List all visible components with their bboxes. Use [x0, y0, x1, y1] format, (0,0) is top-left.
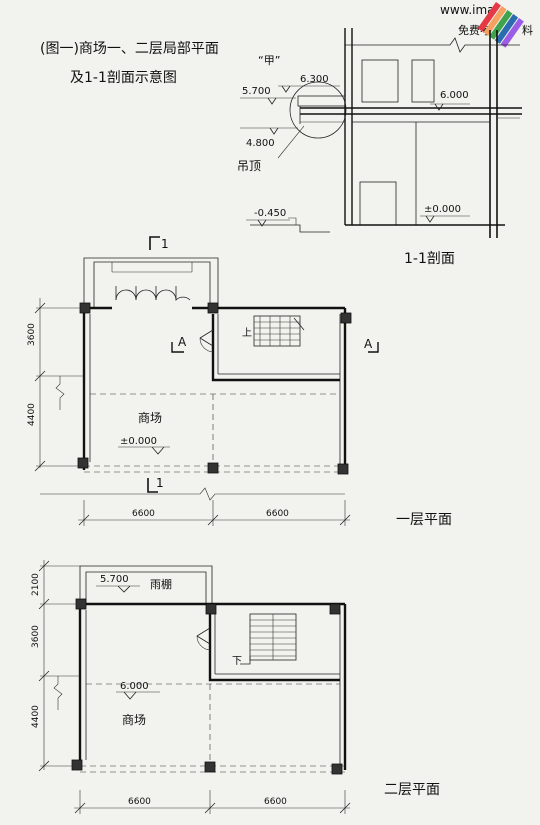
svg-text:-0.450: -0.450 — [254, 208, 286, 219]
floor1-dim-v1: 3600 — [27, 323, 37, 346]
watermark-logo: www.ima 免费考 料 — [440, 2, 533, 48]
svg-text:6.000: 6.000 — [120, 681, 149, 692]
svg-text:4.800: 4.800 — [246, 138, 275, 149]
ceiling-label: 吊顶 — [237, 159, 261, 173]
view-mark-left: A — [178, 335, 187, 349]
floor1-elevation-marker: ±0.000 — [118, 436, 170, 455]
elevation-0000-marker: ±0.000 — [420, 204, 470, 223]
floor1-dim-h1: 6600 — [132, 509, 155, 519]
floor1-dim-h2: 6600 — [266, 509, 289, 519]
floor2-dim-v2: 4400 — [31, 705, 41, 728]
floor2-room-label: 商场 — [122, 712, 146, 727]
watermark-text2: 料 — [522, 23, 533, 37]
elevation-4800-marker: 4.800 — [240, 127, 298, 149]
floor2-dim-h2: 6600 — [264, 797, 287, 807]
watermark-site: www.ima — [440, 3, 495, 17]
elevation-6000-marker: 6.000 — [430, 90, 470, 111]
floor1-dim-v2: 4400 — [27, 403, 37, 426]
svg-text:6.000: 6.000 — [440, 90, 469, 101]
stair-up-label: 上 — [242, 327, 252, 339]
section-mark-bottom: 1 — [156, 476, 164, 490]
ceiling-leader: 吊顶 — [237, 125, 305, 173]
section-mark-top: 1 — [161, 237, 169, 251]
floor2-dim-h1: 6600 — [128, 797, 151, 807]
svg-text:5.700: 5.700 — [242, 86, 271, 97]
elevation-6300-marker: 6.300 — [278, 74, 340, 93]
detail-mark-jia: “甲” — [258, 54, 280, 67]
floor2-canopy-label: 雨棚 — [150, 577, 172, 591]
section-1-1: “甲” 6.300 5.700 6.000 4.800 吊顶 - — [237, 28, 522, 267]
elevation-neg0450-marker: -0.450 — [246, 208, 290, 227]
svg-text:6.300: 6.300 — [300, 74, 329, 85]
floor2-canopy-elevation: 5.700 — [100, 574, 129, 585]
floor2-plan: 5.700 雨棚 下 — [31, 560, 440, 814]
view-mark-right: A — [364, 337, 373, 351]
section-caption: 1-1剖面 — [404, 251, 455, 267]
svg-text:±0.000: ±0.000 — [424, 204, 461, 215]
floor2-dim-v0: 2100 — [31, 573, 41, 596]
svg-text:±0.000: ±0.000 — [120, 436, 157, 447]
floor1-room-label: 商场 — [138, 410, 162, 425]
floor2-caption: 二层平面 — [384, 782, 440, 798]
drawing-title-line1: (图一)商场一、二层局部平面 — [40, 41, 219, 57]
floor1-plan: 1 上 — [27, 236, 452, 528]
floor2-elevation-marker: 6.000 — [116, 681, 160, 700]
floor1-caption: 一层平面 — [396, 512, 452, 528]
pencil-logo-icon — [477, 2, 524, 48]
floor2-dim-v1: 3600 — [31, 625, 41, 648]
stair-down-label: 下 — [232, 656, 242, 667]
drawing-title-line2: 及1-1剖面示意图 — [70, 69, 177, 86]
elevation-5700-marker: 5.700 — [240, 86, 296, 105]
